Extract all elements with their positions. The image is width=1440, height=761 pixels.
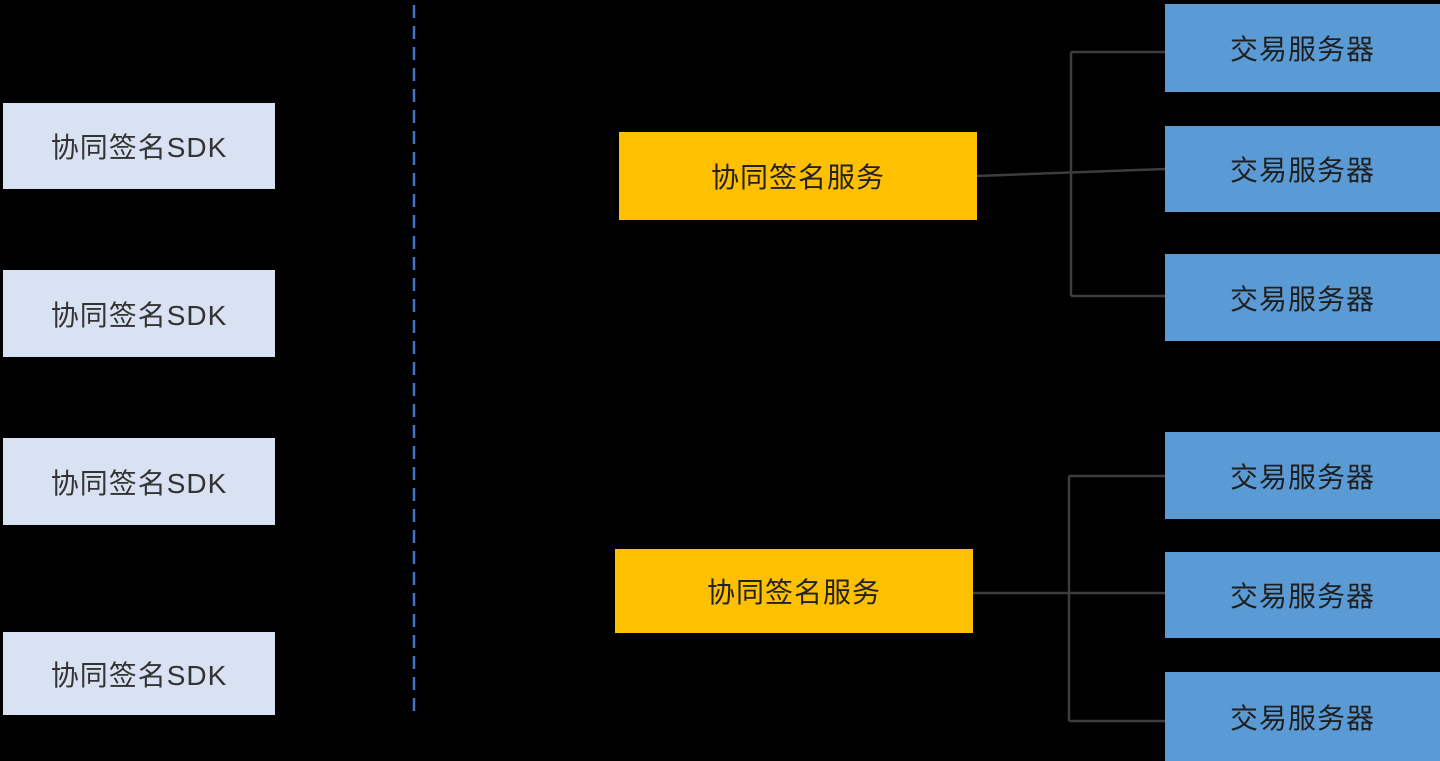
server-box-label: 交易服务器 <box>1229 702 1375 734</box>
server-box-3: 交易服务器 <box>1165 254 1440 341</box>
server-box-label: 交易服务器 <box>1229 155 1375 186</box>
sdk-box-4: 协同签名SDK <box>3 632 275 715</box>
server-box-6: 交易服务器 <box>1165 672 1440 761</box>
sdk-box-label: 协同签名SDK <box>50 132 228 163</box>
sdk-box-label: 协同签名SDK <box>50 659 228 691</box>
service-box-2: 协同签名服务 <box>615 549 973 633</box>
server-box-2: 交易服务器 <box>1165 126 1440 212</box>
server-box-1: 交易服务器 <box>1165 4 1440 92</box>
server-box-label: 交易服务器 <box>1229 283 1375 315</box>
sdk-box-3: 协同签名SDK <box>3 438 275 525</box>
service-box-1: 协同签名服务 <box>619 132 977 220</box>
sdk-box-1: 协同签名SDK <box>3 103 275 189</box>
server-box-label: 交易服务器 <box>1229 34 1375 65</box>
sdk-box-label: 协同签名SDK <box>50 299 228 331</box>
server-box-5: 交易服务器 <box>1165 552 1440 638</box>
sdk-box-2: 协同签名SDK <box>3 270 275 357</box>
sdk-box-label: 协同签名SDK <box>50 467 228 499</box>
server-box-label: 交易服务器 <box>1229 581 1375 612</box>
server-box-label: 交易服务器 <box>1229 461 1375 493</box>
server-box-4: 交易服务器 <box>1165 432 1440 519</box>
service-box-label: 协同签名服务 <box>706 577 881 608</box>
service-box-label: 协同签名服务 <box>710 162 885 193</box>
